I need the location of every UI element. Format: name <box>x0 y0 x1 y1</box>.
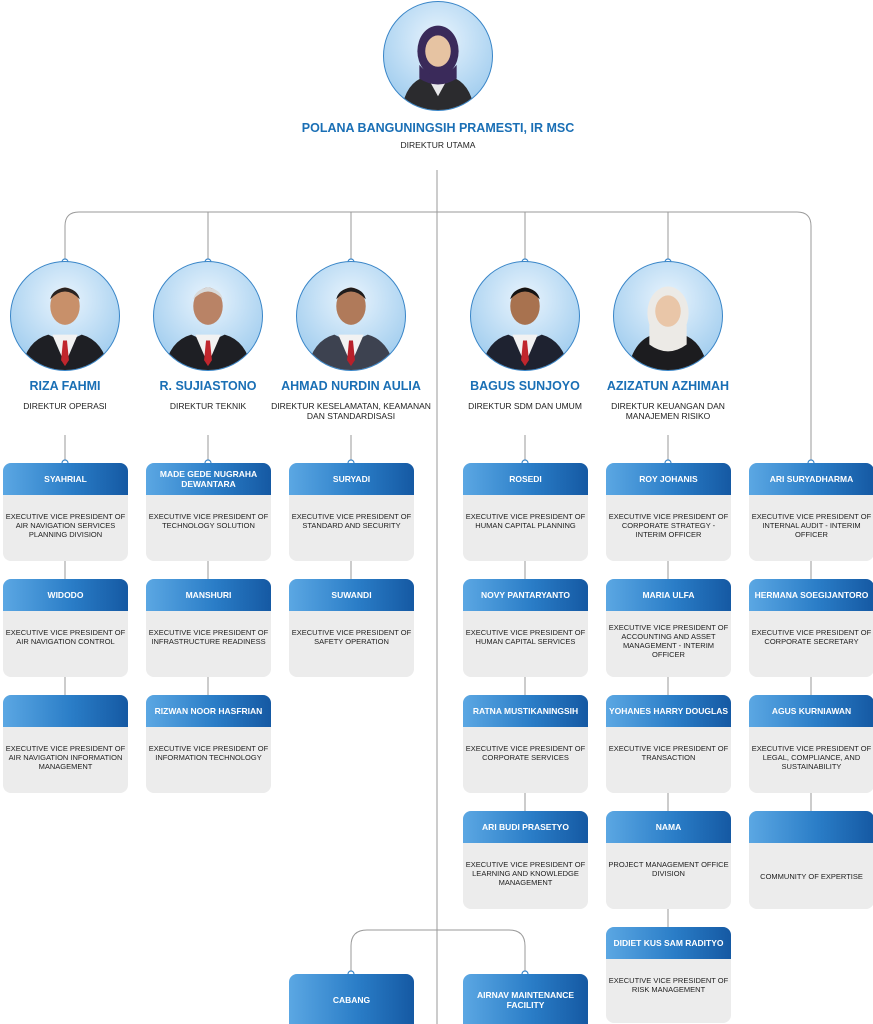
position-card[interactable]: MANSHURI EXECUTIVE VICE PRESIDENT OF INF… <box>146 579 271 677</box>
position-card[interactable]: SURYADI EXECUTIVE VICE PRESIDENT OF STAN… <box>289 463 414 561</box>
card-head: WIDODO <box>3 579 128 611</box>
branch-card[interactable]: AIRNAV MAINTENANCE FACILITY <box>463 974 588 1024</box>
person-portrait-icon <box>627 286 709 370</box>
director-name: BAGUS SUNJOYO <box>470 379 580 393</box>
card-body: EXECUTIVE VICE PRESIDENT OF INFRASTRUCTU… <box>148 628 269 646</box>
position-card[interactable]: RIZWAN NOOR HASFRIAN EXECUTIVE VICE PRES… <box>146 695 271 793</box>
position-card[interactable]: NOVY PANTARYANTO EXECUTIVE VICE PRESIDEN… <box>463 579 588 677</box>
person-portrait-icon <box>401 25 475 110</box>
card-head: ROY JOHANIS <box>606 463 731 495</box>
director-role: DIREKTUR KESELAMATAN, KEAMANAN DAN STAND… <box>271 401 431 421</box>
director-photo <box>153 261 263 371</box>
card-head: YOHANES HARRY DOUGLAS <box>606 695 731 727</box>
card-head: SURYADI <box>289 463 414 495</box>
position-card[interactable]: ARI BUDI PRASETYO EXECUTIVE VICE PRESIDE… <box>463 811 588 909</box>
card-body: COMMUNITY OF EXPERTISE <box>760 871 863 881</box>
director-photo <box>613 261 723 371</box>
person-portrait-icon <box>480 287 570 370</box>
card-body: EXECUTIVE VICE PRESIDENT OF CORPORATE ST… <box>608 512 729 539</box>
position-card[interactable]: MADE GEDE NUGRAHA DEWANTARA EXECUTIVE VI… <box>146 463 271 561</box>
card-body: EXECUTIVE VICE PRESIDENT OF LEGAL, COMPL… <box>751 744 872 771</box>
card-body: EXECUTIVE VICE PRESIDENT OF TRANSACTION <box>608 744 729 762</box>
card-body: EXECUTIVE VICE PRESIDENT OF RISK MANAGEM… <box>608 976 729 994</box>
top-director-photo <box>383 1 493 111</box>
position-card[interactable]: MARIA ULFA EXECUTIVE VICE PRESIDENT OF A… <box>606 579 731 677</box>
card-head <box>3 695 128 727</box>
card-body: EXECUTIVE VICE PRESIDENT OF LEARNING AND… <box>465 860 586 887</box>
card-head: SYAHRIAL <box>3 463 128 495</box>
position-card[interactable]: SYAHRIAL EXECUTIVE VICE PRESIDENT OF AIR… <box>3 463 128 561</box>
position-card[interactable]: RATNA MUSTIKANINGSIH EXECUTIVE VICE PRES… <box>463 695 588 793</box>
position-card[interactable]: SUWANDI EXECUTIVE VICE PRESIDENT OF SAFE… <box>289 579 414 677</box>
card-head <box>749 811 873 843</box>
director-name: R. SUJIASTONO <box>159 379 257 393</box>
card-body: EXECUTIVE VICE PRESIDENT OF AIR NAVIGATI… <box>5 744 126 771</box>
card-head: AGUS KURNIAWAN <box>749 695 873 727</box>
director-role: DIREKTUR OPERASI <box>23 401 107 411</box>
card-head: MADE GEDE NUGRAHA DEWANTARA <box>146 463 271 495</box>
card-body: EXECUTIVE VICE PRESIDENT OF AIR NAVIGATI… <box>5 512 126 539</box>
card-head: MARIA ULFA <box>606 579 731 611</box>
director-role: DIREKTUR KEUANGAN DAN MANAJEMEN RISIKO <box>611 401 725 421</box>
top-director-name: POLANA BANGUNINGSIH PRAMESTI, IR MSC <box>301 121 575 135</box>
card-body: EXECUTIVE VICE PRESIDENT OF TECHNOLOGY S… <box>148 512 269 530</box>
director-photo <box>10 261 120 371</box>
card-head: NOVY PANTARYANTO <box>463 579 588 611</box>
position-card[interactable]: ROY JOHANIS EXECUTIVE VICE PRESIDENT OF … <box>606 463 731 561</box>
card-head: HERMANA SOEGIJANTORO <box>749 579 873 611</box>
card-body: EXECUTIVE VICE PRESIDENT OF INFORMATION … <box>148 744 269 762</box>
card-body: EXECUTIVE VICE PRESIDENT OF CORPORATE SE… <box>465 744 586 762</box>
card-head: SUWANDI <box>289 579 414 611</box>
card-head: ARI SURYADHARMA <box>749 463 873 495</box>
position-card[interactable]: AGUS KURNIAWAN EXECUTIVE VICE PRESIDENT … <box>749 695 873 793</box>
card-body: EXECUTIVE VICE PRESIDENT OF SAFETY OPERA… <box>291 628 412 646</box>
card-body: PROJECT MANAGEMENT OFFICE DIVISION <box>608 860 729 878</box>
card-body: EXECUTIVE VICE PRESIDENT OF AIR NAVIGATI… <box>5 628 126 646</box>
card-head: ROSEDI <box>463 463 588 495</box>
director-photo <box>470 261 580 371</box>
card-head: DIDIET KUS SAM RADITYO <box>606 927 731 959</box>
position-card[interactable]: WIDODO EXECUTIVE VICE PRESIDENT OF AIR N… <box>3 579 128 677</box>
card-body: EXECUTIVE VICE PRESIDENT OF HUMAN CAPITA… <box>465 628 586 646</box>
director-role: DIREKTUR SDM DAN UMUM <box>468 401 582 411</box>
position-card[interactable]: YOHANES HARRY DOUGLAS EXECUTIVE VICE PRE… <box>606 695 731 793</box>
position-card[interactable]: DIDIET KUS SAM RADITYO EXECUTIVE VICE PR… <box>606 927 731 1023</box>
director-name: AHMAD NURDIN AULIA <box>281 379 421 393</box>
card-head: RIZWAN NOOR HASFRIAN <box>146 695 271 727</box>
position-card[interactable]: EXECUTIVE VICE PRESIDENT OF AIR NAVIGATI… <box>3 695 128 793</box>
card-body: EXECUTIVE VICE PRESIDENT OF STANDARD AND… <box>291 512 412 530</box>
position-card[interactable]: ROSEDI EXECUTIVE VICE PRESIDENT OF HUMAN… <box>463 463 588 561</box>
director-photo <box>296 261 406 371</box>
card-body: EXECUTIVE VICE PRESIDENT OF CORPORATE SE… <box>751 628 872 646</box>
card-body: EXECUTIVE VICE PRESIDENT OF HUMAN CAPITA… <box>465 512 586 530</box>
position-card[interactable]: COMMUNITY OF EXPERTISE <box>749 811 873 909</box>
top-director-role: DIREKTUR UTAMA <box>400 140 476 150</box>
position-card[interactable]: NAMA PROJECT MANAGEMENT OFFICE DIVISION <box>606 811 731 909</box>
director-name: RIZA FAHMI <box>29 379 101 393</box>
card-body: EXECUTIVE VICE PRESIDENT OF ACCOUNTING A… <box>608 623 729 659</box>
person-portrait-icon <box>163 287 253 370</box>
card-body: EXECUTIVE VICE PRESIDENT OF INTERNAL AUD… <box>751 512 872 539</box>
person-portrait-icon <box>306 287 396 370</box>
person-portrait-icon <box>20 287 110 370</box>
director-role: DIREKTUR TEKNIK <box>169 401 247 411</box>
position-card[interactable]: ARI SURYADHARMA EXECUTIVE VICE PRESIDENT… <box>749 463 873 561</box>
branch-card[interactable]: CABANG <box>289 974 414 1024</box>
card-head: MANSHURI <box>146 579 271 611</box>
card-head: ARI BUDI PRASETYO <box>463 811 588 843</box>
director-name: AZIZATUN AZHIMAH <box>606 379 730 393</box>
card-head: NAMA <box>606 811 731 843</box>
card-head: RATNA MUSTIKANINGSIH <box>463 695 588 727</box>
position-card[interactable]: HERMANA SOEGIJANTORO EXECUTIVE VICE PRES… <box>749 579 873 677</box>
